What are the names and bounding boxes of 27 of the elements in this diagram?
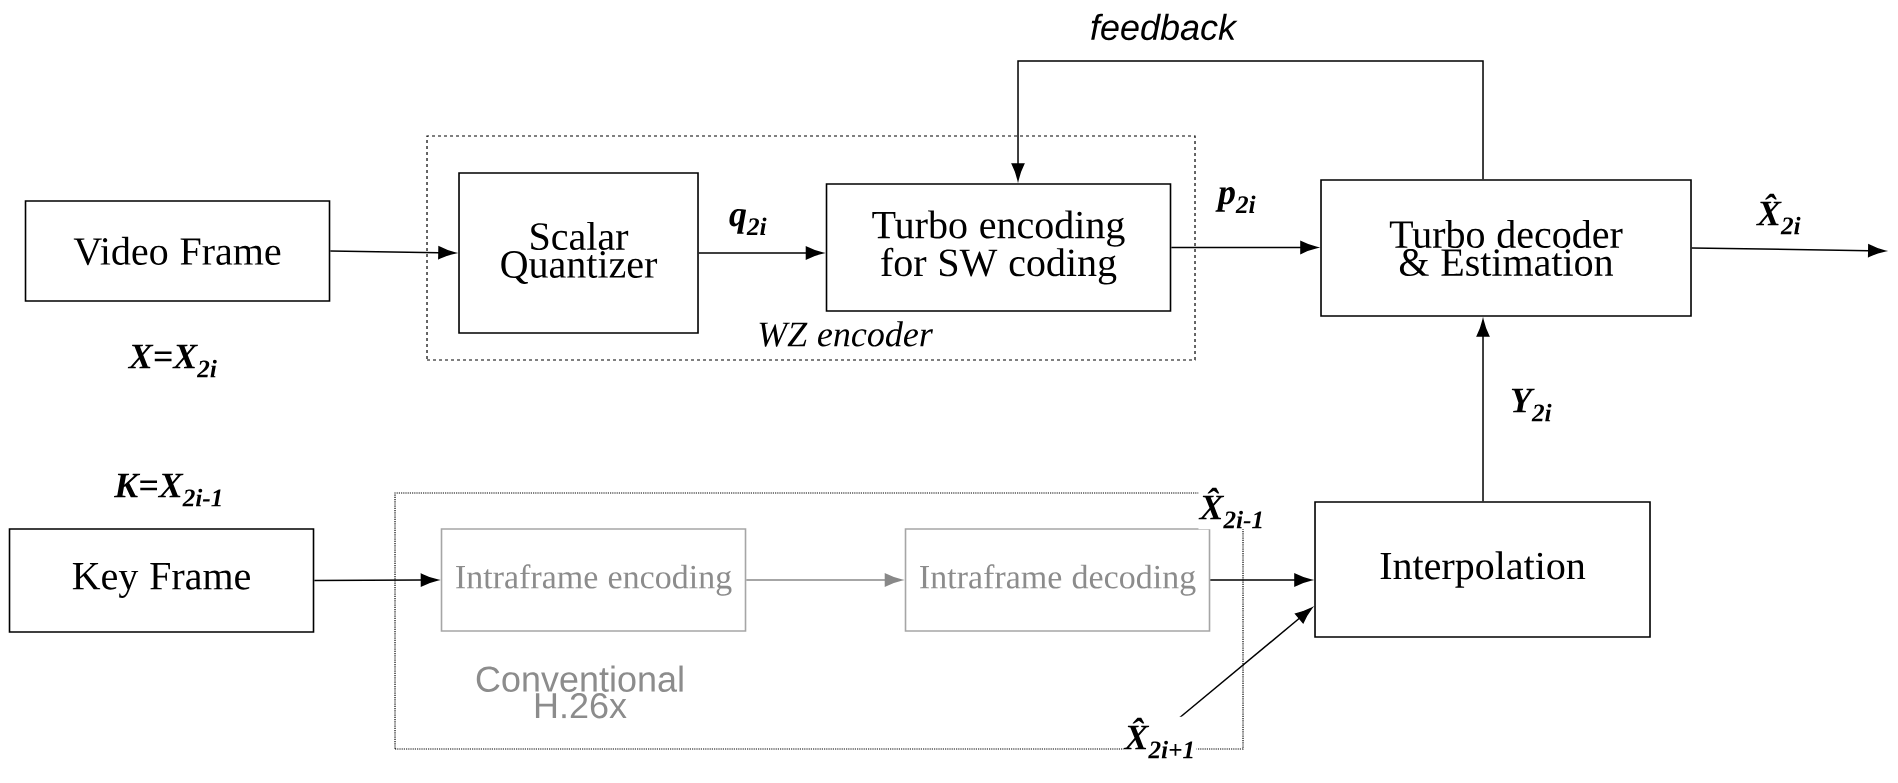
edge-label: X̂$_{2i-1}$ <box>1198 486 1266 530</box>
process-box: Key Frame <box>8 528 315 633</box>
process-box: Interpolation <box>1314 501 1651 638</box>
process-box: Turbo decoder & Estimation <box>1320 179 1692 317</box>
arrow <box>1476 319 1490 502</box>
edge-label: p$_{2i}$ <box>1215 186 1258 214</box>
arrow <box>1209 573 1312 587</box>
process-box: Video Frame <box>24 200 331 302</box>
process-box: Turbo encoding for SW coding <box>825 183 1172 312</box>
edge-label: feedback <box>1088 12 1238 42</box>
process-box: Intraframe encoding <box>440 528 747 632</box>
arrow <box>698 246 824 260</box>
arrow <box>1170 241 1318 254</box>
variable-label: X=X$_{2i}$ <box>127 344 217 378</box>
edge-label: X̂$_{2i}$ <box>1755 192 1803 236</box>
arrow <box>1011 60 1484 181</box>
arrow <box>313 573 439 587</box>
arrow <box>329 246 456 260</box>
arrow <box>1177 607 1313 720</box>
edge-label: q$_{2i}$ <box>727 208 769 236</box>
arrow <box>1691 244 1886 258</box>
edge-label: X̂$_{2i+1}$ <box>1123 716 1197 760</box>
process-box: Scalar Quantizer <box>458 172 699 334</box>
variable-label: K=X$_{2i-1}$ <box>113 473 221 507</box>
edge-label: Y$_{2i}$ <box>1508 387 1554 423</box>
arrow <box>745 573 903 587</box>
process-box: Intraframe decoding <box>904 528 1211 632</box>
